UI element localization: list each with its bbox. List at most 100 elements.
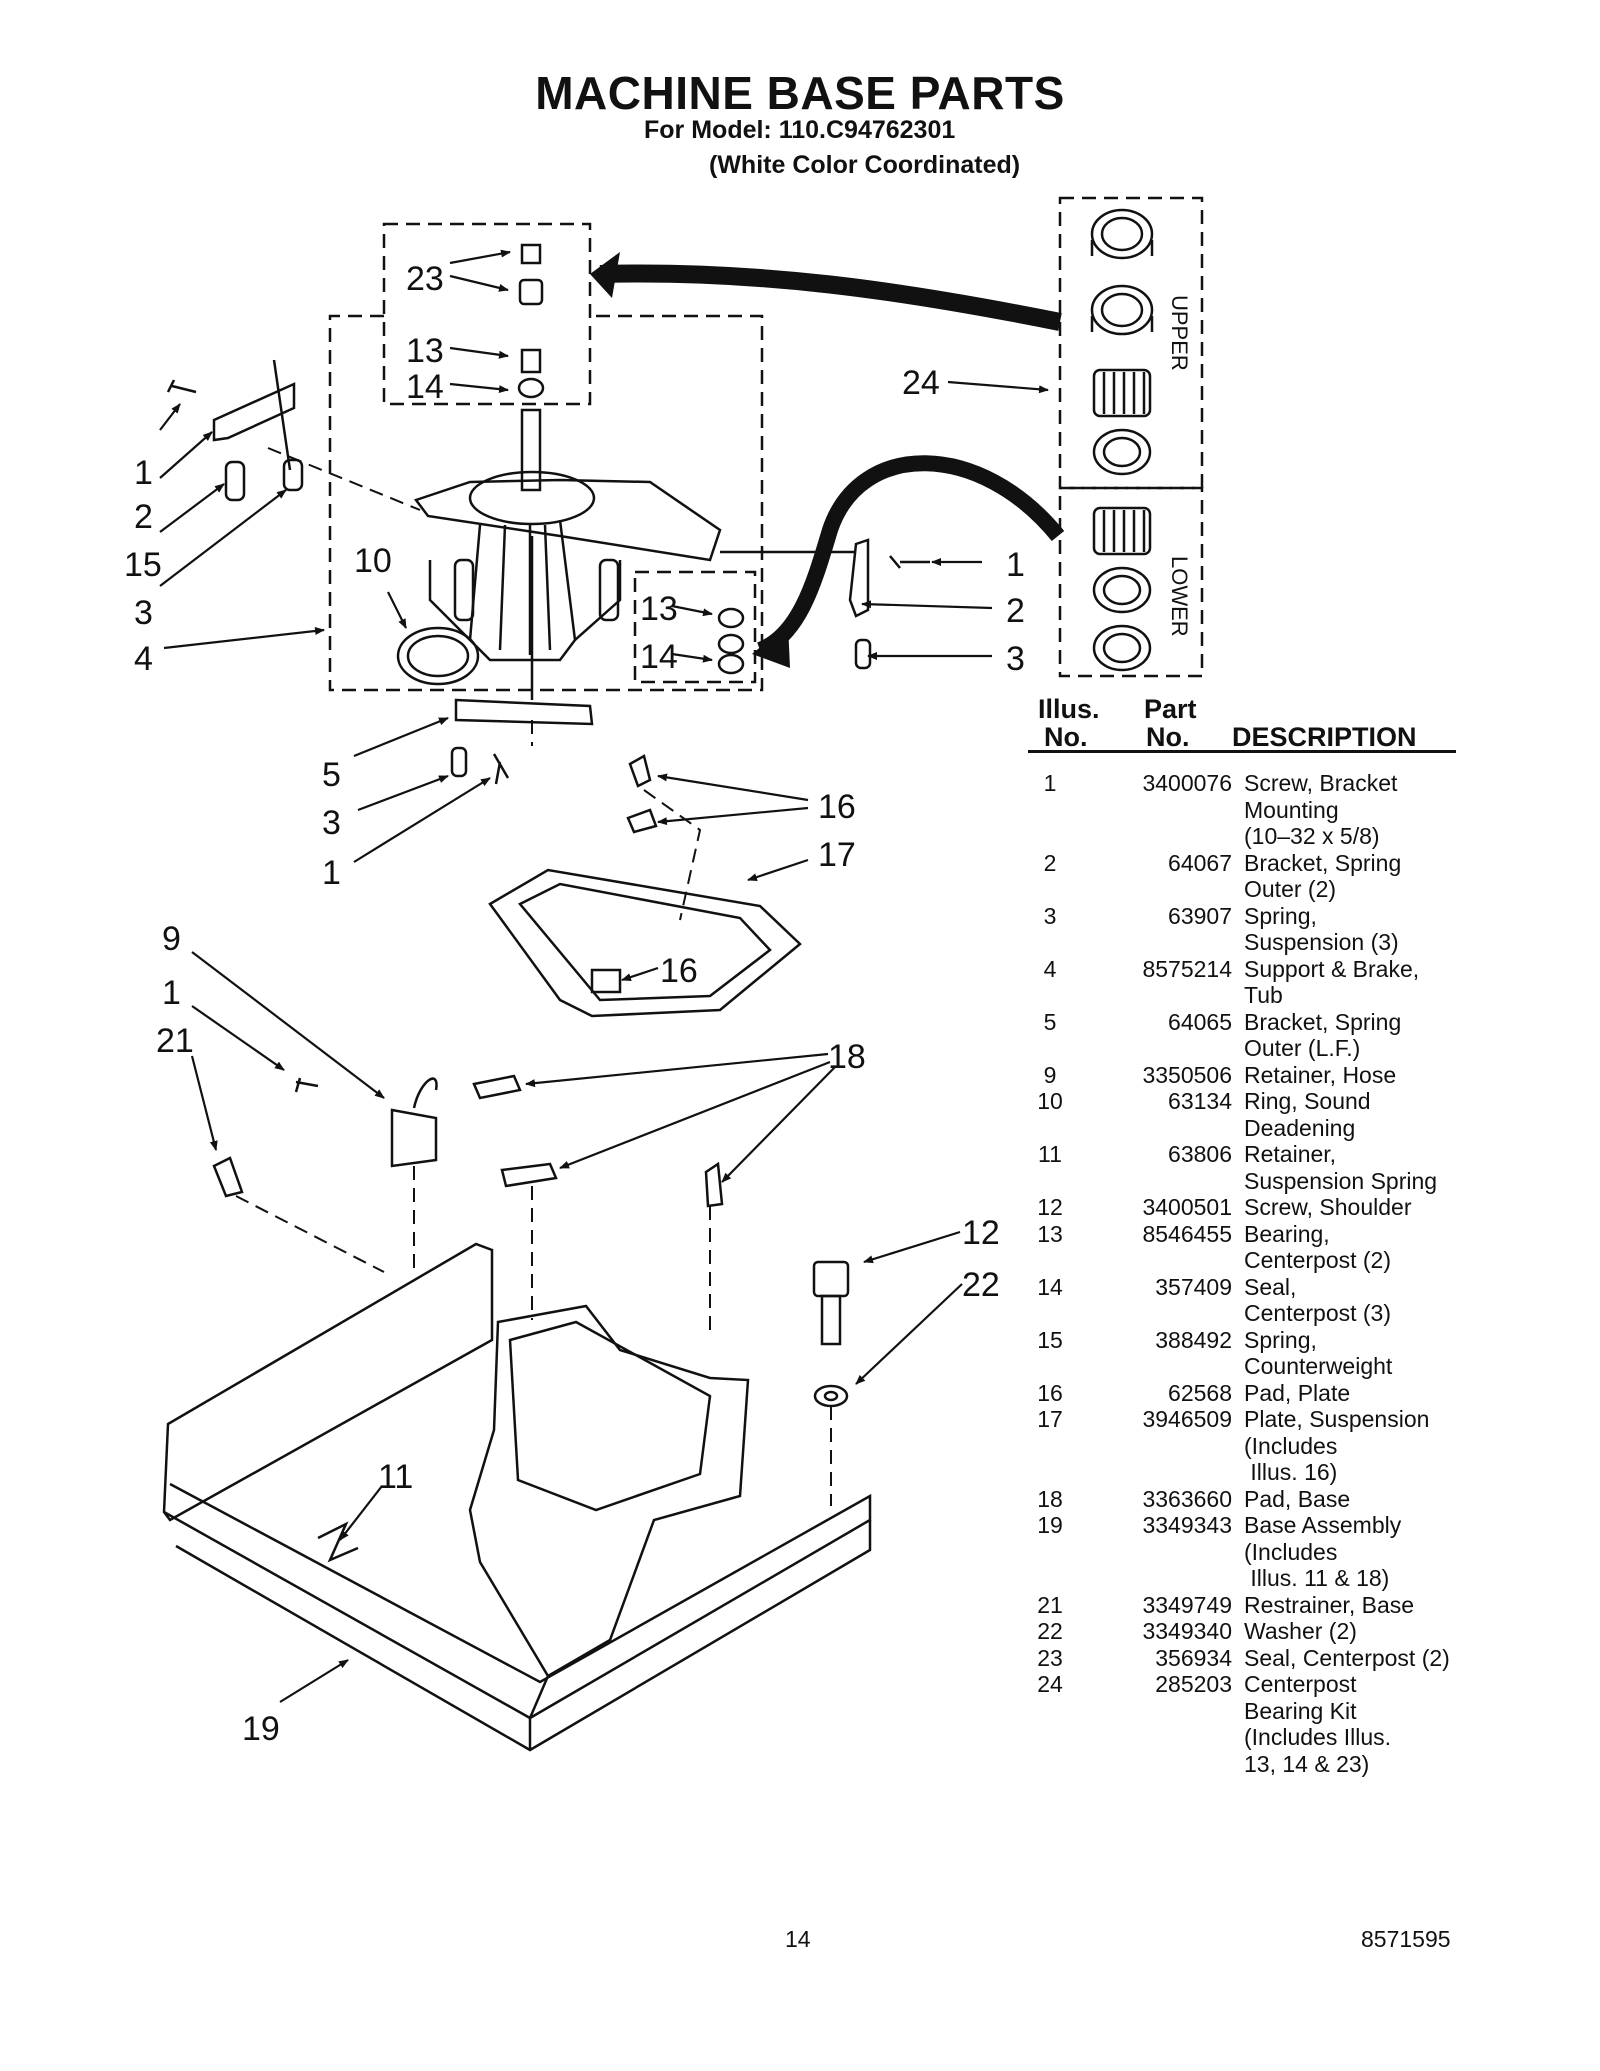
- callout-16-top: 16: [818, 788, 856, 826]
- table-rule: [1028, 750, 1456, 753]
- illus-number: 14: [1037, 1273, 1063, 1300]
- illus-number: 23: [1037, 1644, 1063, 1671]
- part-number: 356934: [1155, 1644, 1232, 1671]
- illus-number: 12: [1037, 1194, 1063, 1220]
- part-description: Bearing, Centerpost (2): [1244, 1220, 1392, 1274]
- part-description: Plate, Suspension (Includes Illus. 16): [1244, 1406, 1430, 1485]
- illus-number: 2: [1043, 849, 1057, 876]
- part-description: Restrainer, Base: [1244, 1591, 1415, 1618]
- part-number: 63907: [1168, 902, 1232, 929]
- callout-5: 5: [322, 756, 341, 794]
- illus-number: 15: [1037, 1326, 1063, 1353]
- illus-number: 10: [1037, 1088, 1063, 1114]
- part-description: Base Assembly (Includes Illus. 11 & 18): [1244, 1512, 1402, 1591]
- table-row: 22 3349340 Washer (2): [1028, 1618, 1468, 1645]
- callout-leaders: [159, 249, 1049, 1703]
- part-number: 3946509: [1142, 1406, 1232, 1432]
- part-description: Seal, Centerpost (2): [1244, 1644, 1450, 1671]
- callout-1-retainer: 1: [162, 974, 181, 1012]
- part-description: Washer (2): [1244, 1618, 1357, 1644]
- kit-upper-arrow: [599, 264, 1062, 331]
- part-number: 3349340: [1142, 1618, 1232, 1644]
- callout-19: 19: [242, 1710, 280, 1748]
- part-description: Retainer, Hose: [1244, 1061, 1397, 1088]
- callout-3-right: 3: [1006, 640, 1025, 678]
- left-bracket-springs: [166, 359, 304, 502]
- color-line: (White Color Coordinated): [709, 151, 1021, 179]
- kit-lower-arrow: [756, 455, 1065, 658]
- part-description: Screw, Bracket Mounting (10–32 x 5/8): [1244, 770, 1398, 849]
- dashed-group-boxes: [328, 196, 1204, 692]
- callout-14: 14: [406, 368, 444, 406]
- illus-number: 22: [1037, 1618, 1063, 1644]
- callout-2-left: 2: [134, 498, 153, 536]
- callout-9: 9: [162, 920, 181, 958]
- part-number: 388492: [1155, 1326, 1232, 1353]
- part-description: Centerpost Bearing Kit (Includes Illus. …: [1244, 1671, 1392, 1777]
- table-row: 23 356934 Seal, Centerpost (2): [1028, 1645, 1468, 1672]
- header-illus-bottom: No.: [1044, 722, 1088, 752]
- part-description: Retainer, Suspension Spring: [1244, 1141, 1438, 1194]
- part-number: 62568: [1168, 1379, 1232, 1406]
- callout-16-plate: 16: [660, 952, 698, 990]
- hose-retainer: [212, 1077, 438, 1198]
- header-illus-top: Illus.: [1038, 694, 1100, 724]
- illus-number: 4: [1043, 955, 1057, 982]
- part-number: 3400501: [1142, 1194, 1232, 1220]
- centerpost-stack: [517, 243, 545, 492]
- base-assembly: [162, 1242, 872, 1752]
- callout-13-lower: 13: [640, 590, 678, 628]
- part-description: Ring, Sound Deadening: [1244, 1088, 1371, 1141]
- callout-3-bracket: 3: [322, 804, 341, 842]
- bracket-lf: [454, 698, 594, 726]
- illus-number: 17: [1037, 1406, 1063, 1432]
- part-number: 285203: [1155, 1671, 1232, 1697]
- page-number: 14: [785, 1926, 811, 1952]
- callout-11: 11: [378, 1458, 413, 1496]
- callout-14-lower: 14: [640, 638, 678, 676]
- part-description: Pad, Base: [1244, 1485, 1351, 1512]
- illus-number: 24: [1037, 1671, 1063, 1697]
- illus-number: 1: [1043, 770, 1057, 796]
- base-pads: [472, 1074, 724, 1208]
- part-number: 63134: [1168, 1088, 1232, 1114]
- callout-12: 12: [962, 1214, 1000, 1252]
- part-description: Seal, Centerpost (3): [1244, 1273, 1392, 1327]
- header-part-top: Part: [1144, 694, 1197, 724]
- illus-number: 21: [1037, 1591, 1063, 1618]
- page-title: MACHINE BASE PARTS: [535, 67, 1065, 119]
- part-number: 63806: [1168, 1141, 1232, 1167]
- part-number: 8575214: [1142, 955, 1232, 982]
- callout-18: 18: [828, 1038, 866, 1076]
- alignment-lines: [235, 447, 832, 1506]
- illus-number: 16: [1037, 1379, 1063, 1406]
- illus-number: 13: [1037, 1220, 1063, 1247]
- header-description: DESCRIPTION: [1232, 722, 1417, 752]
- illus-number: 19: [1037, 1512, 1063, 1538]
- illus-number: 3: [1043, 902, 1057, 929]
- callout-1-right: 1: [1006, 546, 1025, 584]
- table-row: 10 63134 Ring, Sound Deadening: [1028, 1088, 1468, 1141]
- part-number: 357409: [1155, 1273, 1232, 1300]
- callout-1-bracket: 1: [322, 854, 341, 892]
- callout-17: 17: [818, 836, 856, 874]
- part-description: Screw, Shoulder: [1244, 1194, 1412, 1220]
- callout-21: 21: [156, 1022, 194, 1060]
- part-number: 3350506: [1142, 1061, 1232, 1088]
- header-part-bottom: No.: [1146, 722, 1190, 752]
- callout-4: 4: [134, 640, 153, 678]
- model-line: For Model: 110.C94762301: [644, 116, 956, 144]
- part-number: 3363660: [1142, 1485, 1232, 1512]
- table-row: 17 3946509 Plate, Suspension (Includes Ill…: [1028, 1406, 1468, 1486]
- kit-upper-parts: [1090, 208, 1154, 476]
